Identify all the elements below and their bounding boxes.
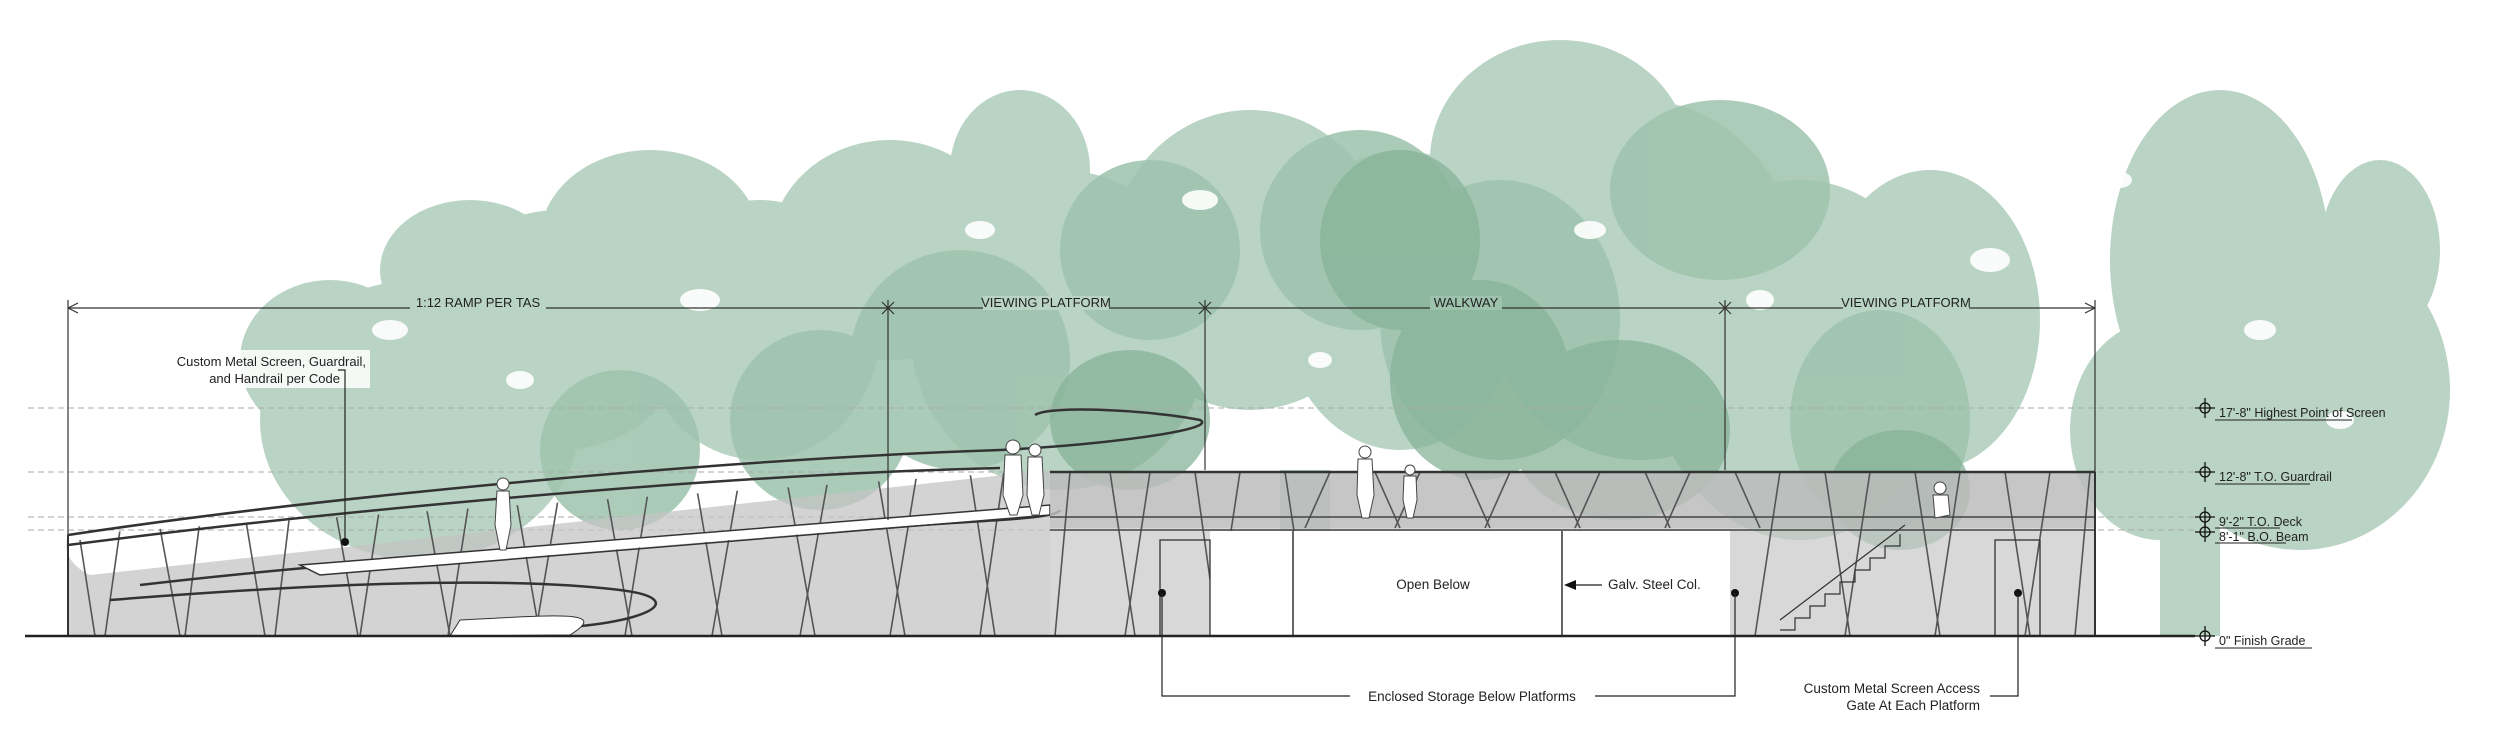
note-screen-line2: and Handrail per Code [209,371,340,386]
person-figure [1402,464,1418,519]
stair [1779,524,1906,631]
dim-label-ramp: 1:12 RAMP PER TAS [416,295,541,310]
canopy-gaps [372,172,2354,429]
level-label-grade: 0" Finish Grade [2219,634,2305,648]
note-open-below: Open Below [1396,577,1470,592]
level-marker: 12'-8" T.O. Guardrail [2195,462,2332,485]
person-figure [494,477,512,551]
note-screen-line1: Custom Metal Screen, Guardrail, [177,354,366,369]
level-label-guardrail: 12'-8" T.O. Guardrail [2219,470,2332,484]
person-figure [1002,439,1024,516]
note-gate-line2: Gate At Each Platform [1846,698,1980,713]
person-figure [1932,481,1951,519]
level-label-highest: 17'-8" Highest Point of Screen [2219,406,2386,420]
person-figure [1026,443,1045,516]
dim-label-viewing-platform-1: VIEWING PLATFORM [981,295,1111,310]
walkway-structure [1050,470,2096,637]
open-below-area [1210,531,1730,636]
note-galv-steel-col: Galv. Steel Col. [1608,577,1701,592]
level-marker: 0" Finish Grade [2195,626,2312,649]
dimension-labels: 1:12 RAMP PER TAS VIEWING PLATFORM WALKW… [410,295,1971,310]
dim-label-walkway: WALKWAY [1434,295,1499,310]
dim-label-viewing-platform-2: VIEWING PLATFORM [1841,295,1971,310]
note-gate-line1: Custom Metal Screen Access [1804,681,1981,696]
level-label-deck: 9'-2" T.O. Deck [2219,515,2303,529]
note-enclosed-storage: Enclosed Storage Below Platforms [1368,689,1576,704]
callout-galv-steel-col: Galv. Steel Col. [1564,577,1701,592]
person-figure [1356,445,1375,519]
level-marker: 9'-2" T.O. Deck [2195,507,2303,529]
callout-screen: Custom Metal Screen, Guardrail, and Hand… [128,350,370,546]
level-label-beam: 8'-1" B.O. Beam [2219,530,2309,544]
level-markers: 17'-8" Highest Point of Screen 12'-8" T.… [2195,398,2386,649]
tree-canopy-dark [1050,150,1970,550]
callout-enclosed-storage: Enclosed Storage Below Platforms [1158,589,1739,704]
ramp-structure [66,408,1204,637]
callout-access-gate: Custom Metal Screen Access Gate At Each … [1804,589,2022,713]
level-marker: 17'-8" Highest Point of Screen [2195,398,2386,421]
level-marker: 8'-1" B.O. Beam [2195,522,2309,544]
people-silhouettes [494,439,1951,551]
